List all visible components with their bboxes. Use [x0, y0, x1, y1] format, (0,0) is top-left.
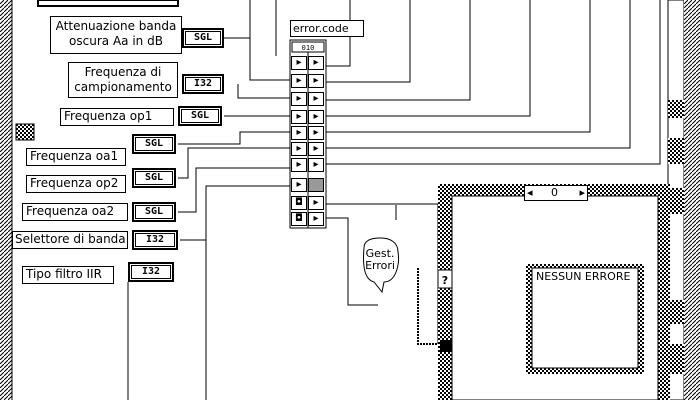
case-value: 0	[551, 186, 558, 199]
bundler-cell: ▸	[308, 142, 324, 156]
bundler-cell: ▸	[291, 110, 307, 124]
terminal-op2[interactable]: SGL	[132, 168, 176, 188]
bundler-cell: ▸	[291, 142, 307, 156]
terminal-tipo[interactable]: I32	[128, 262, 174, 282]
label-attenuazione: Attenuazione banda oscura Aa in dB	[50, 16, 182, 54]
bundler-cell: ▸	[308, 74, 324, 88]
label-frequenza-op2: Frequenza op2	[26, 175, 126, 193]
bundler-cell: ◘	[291, 196, 307, 210]
svg-text:010: 010	[302, 44, 315, 52]
bundler-cell: ▸	[291, 74, 307, 88]
bundler-cell: ▸	[308, 212, 324, 226]
bundler-cell: ▸	[308, 56, 324, 70]
bundler-cell: ▸	[308, 110, 324, 124]
bundler-cell: ▸	[308, 92, 324, 106]
label-frequenza-oa1: Frequenza oa1	[26, 148, 126, 166]
bundler-cell: ▸	[291, 158, 307, 172]
terminal-attenuazione[interactable]: SGL	[182, 28, 224, 48]
label-selettore-banda: Selettore di banda	[12, 231, 128, 249]
bundler-cell: ◘	[291, 212, 307, 226]
svg-text:?: ?	[442, 274, 448, 287]
increment-arrow-icon[interactable]: ▸	[579, 186, 585, 199]
right-frame-border	[684, 0, 700, 400]
bundler-cell: ▸	[308, 158, 324, 172]
label-gest-errori: Gest. Errori	[365, 247, 395, 272]
bundler-cell: ▸	[308, 196, 324, 210]
bundler-cell-empty	[308, 178, 324, 192]
bundler-cell: ▸	[291, 126, 307, 140]
terminal-selettore[interactable]: I32	[132, 230, 178, 250]
terminal-op1[interactable]: SGL	[178, 106, 222, 126]
label-nessun-errore: NESSUN ERRORE	[536, 270, 631, 283]
terminal-oa2[interactable]: SGL	[132, 202, 176, 222]
label-tipo-filtro: Tipo filtro IIR	[22, 266, 114, 284]
label-frequenza-campionamento: Frequenza di campionamento	[68, 62, 178, 98]
bundler-cell: ▸	[308, 126, 324, 140]
terminal-oa1[interactable]: SGL	[132, 134, 176, 154]
left-frame-border	[0, 0, 12, 400]
case-selector[interactable]: ◂ 0 ▸	[524, 185, 588, 201]
label-error-code: error.code	[290, 20, 364, 37]
bundler-cell: ▸	[291, 56, 307, 70]
left-tunnel	[15, 123, 35, 141]
label-frequenza-op1: Frequenza op1	[60, 108, 174, 126]
gest-errori-bubble	[363, 237, 399, 294]
terminal-campionamento[interactable]: I32	[182, 74, 224, 94]
decrement-arrow-icon[interactable]: ◂	[527, 186, 533, 199]
bundler-cell: ▸	[291, 92, 307, 106]
bundler-cell: ▸	[291, 178, 307, 192]
label-frequenza-oa2: Frequenza oa2	[22, 203, 128, 221]
